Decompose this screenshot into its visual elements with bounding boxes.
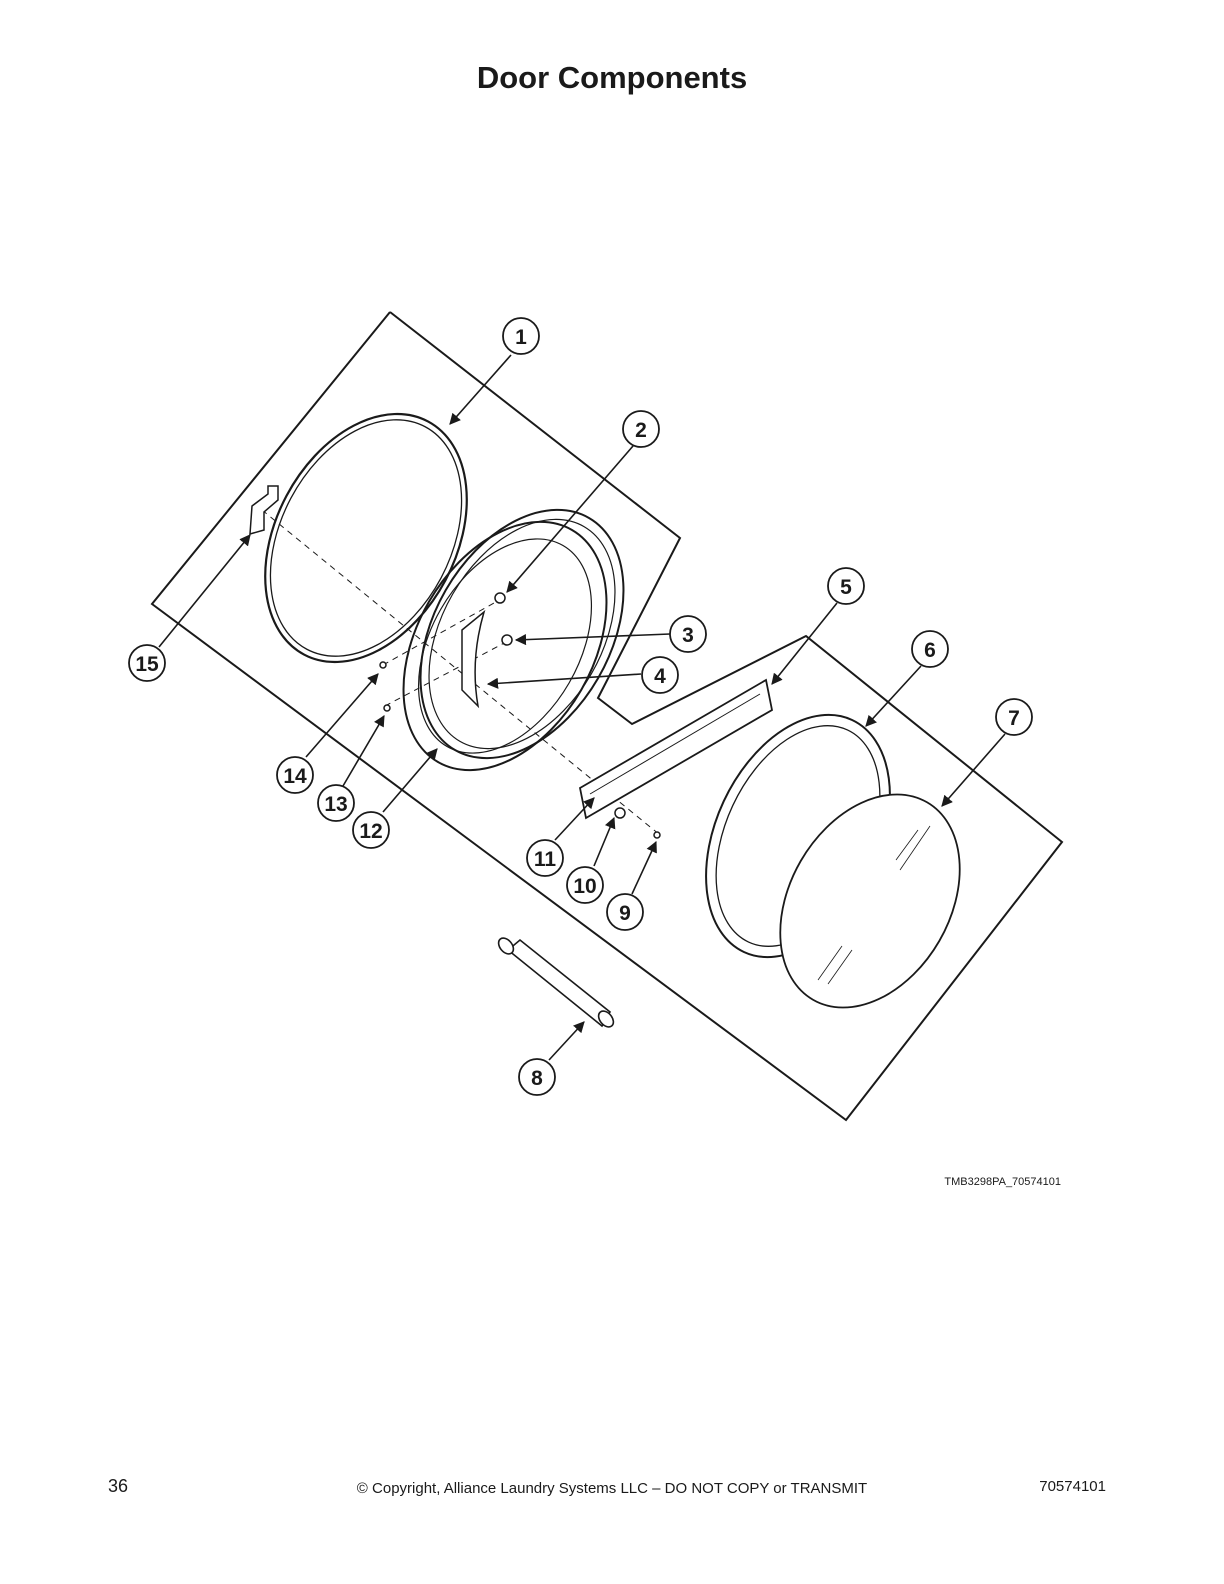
callout-12: 12 xyxy=(359,820,382,843)
callout-6: 6 xyxy=(924,639,936,662)
document-number: 70574101 xyxy=(1039,1478,1106,1495)
callout-circle-1 xyxy=(502,317,540,355)
figure-reference: TMB3298PA_70574101 xyxy=(944,1176,1061,1188)
callout-circle-3 xyxy=(669,615,707,653)
callout-circle-12 xyxy=(352,811,390,849)
page-number: 36 xyxy=(108,1476,129,1496)
leader-lines xyxy=(158,354,1006,1061)
assembly-frame xyxy=(150,311,1064,1122)
callout-circle-11 xyxy=(526,839,564,877)
callout-3: 3 xyxy=(682,624,694,647)
hinge-pin xyxy=(497,937,615,1028)
callout-9: 9 xyxy=(619,902,631,925)
callout-2: 2 xyxy=(635,419,647,442)
callout-circle-10 xyxy=(566,866,604,904)
callout-13: 13 xyxy=(324,793,347,816)
callout-15: 15 xyxy=(135,653,159,676)
callout-7: 7 xyxy=(1008,707,1020,730)
assembly-axes xyxy=(261,509,661,836)
callout-4: 4 xyxy=(654,665,666,688)
page-title: Door Components xyxy=(476,60,748,95)
copyright-notice: © Copyright, Alliance Laundry Systems LL… xyxy=(356,1480,868,1497)
hinge-bracket xyxy=(249,485,279,536)
callout-circle-6 xyxy=(911,630,949,668)
callout-5: 5 xyxy=(840,576,852,599)
callout-8: 8 xyxy=(531,1067,543,1090)
callout-11: 11 xyxy=(534,848,557,871)
door-glass xyxy=(779,793,961,1009)
callout-circle-4 xyxy=(641,656,679,694)
callout-labels: 1 2 3 4 5 6 7 8 9 10 11 12 13 14 15 xyxy=(135,326,1020,1090)
callout-circle-13 xyxy=(317,784,355,822)
fasteners xyxy=(379,592,661,839)
callout-circle-7 xyxy=(995,698,1033,736)
callout-circles xyxy=(128,317,1033,1096)
callout-10: 10 xyxy=(573,875,596,898)
callout-circle-9 xyxy=(606,893,644,931)
door-ring xyxy=(402,508,625,772)
callout-circle-8 xyxy=(518,1058,556,1096)
callout-14: 14 xyxy=(283,765,307,788)
callout-circle-15 xyxy=(128,644,166,682)
callout-1: 1 xyxy=(515,326,527,349)
callout-circle-5 xyxy=(827,567,865,605)
callout-circle-14 xyxy=(276,756,314,794)
callout-circle-2 xyxy=(622,410,660,448)
door-gasket xyxy=(264,412,468,664)
